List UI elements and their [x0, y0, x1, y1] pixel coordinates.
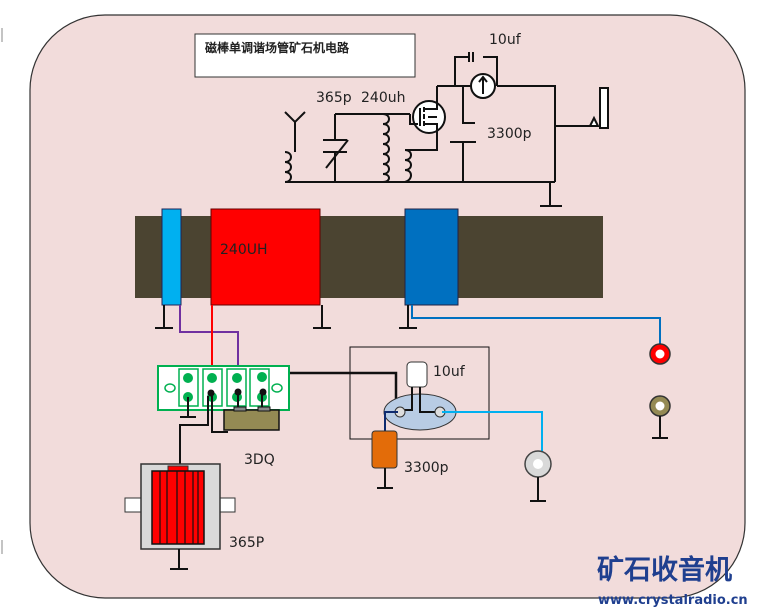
- background-panel: [29, 14, 746, 599]
- label-3dq: 3DQ: [244, 452, 275, 468]
- logo-url: www.crystalradio.cn: [598, 593, 748, 608]
- wire-light-blue: [442, 411, 543, 455]
- ground-symbol: [652, 416, 668, 439]
- label-10uf: 10uf: [489, 32, 522, 48]
- label-3300p-cap: 3300p: [404, 460, 449, 476]
- wire-black: [262, 371, 398, 410]
- logo: 矿石收音机 www.crystalradio.cn: [597, 554, 748, 608]
- page-title: 磁棒单调谐场管矿石机电路: [204, 40, 350, 55]
- ground-symbols: [155, 305, 417, 329]
- label-240uh: 240uh: [361, 90, 405, 106]
- terminal-gray-hole: [533, 459, 543, 469]
- label-10uf-cap: 10uf: [433, 364, 466, 380]
- detector-board: [349, 346, 490, 440]
- terminal-olive-hole: [655, 401, 665, 411]
- transistor-3dq: [223, 409, 280, 431]
- label-365p: 365p: [316, 90, 352, 106]
- coil-240uh: [210, 208, 321, 306]
- electrolytic-capacitor: [406, 361, 428, 388]
- label-3300p: 3300p: [487, 126, 532, 142]
- ceramic-capacitor: [371, 430, 398, 469]
- variable-capacitor-365p[interactable]: [124, 463, 236, 570]
- label-365p-cap: 365P: [229, 535, 264, 551]
- terminal-red-hole: [655, 349, 665, 359]
- feedback-coil: [404, 136, 438, 183]
- variable-arrow: [325, 139, 349, 169]
- antenna-sleeve: [161, 208, 182, 306]
- tuning-coil: [382, 113, 390, 183]
- schematic: [284, 52, 609, 207]
- logo-text: 矿石收音机: [597, 554, 732, 586]
- wire-purple: [179, 305, 239, 378]
- label-coil: 240UH: [220, 242, 268, 258]
- wire-blue: [411, 305, 661, 344]
- feedback-sleeve: [404, 208, 459, 306]
- title-box: [194, 33, 416, 78]
- ferrite-rod: [135, 216, 603, 298]
- antenna-coil: [284, 151, 292, 183]
